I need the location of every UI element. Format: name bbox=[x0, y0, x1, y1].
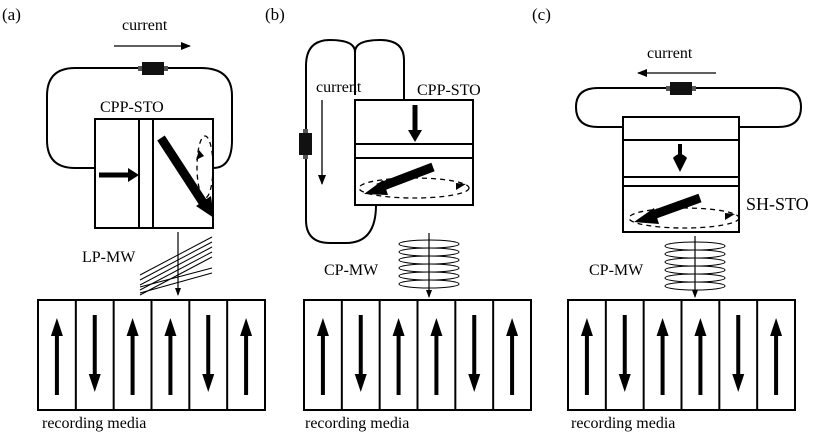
media-bit-arrow-up bbox=[316, 318, 329, 395]
panel-c-free-magnetization-shaft bbox=[648, 193, 702, 221]
media-bit-arrow-down bbox=[732, 315, 745, 392]
panel-b-current-source-icon bbox=[299, 129, 312, 159]
panel-a-wave-label: LP-MW bbox=[82, 249, 136, 266]
panel-a-oscillator-label: CPP-STO bbox=[100, 99, 164, 116]
panel-a: (a) current CPP-STO LP-MW bbox=[2, 5, 266, 432]
panel-b-wave-label: CP-MW bbox=[324, 262, 379, 279]
panel-b-circuit-wire-top bbox=[354, 38, 405, 100]
media-bit-arrow-up bbox=[50, 318, 63, 395]
panel-b-precession-arrowhead bbox=[456, 183, 466, 190]
panel-c-oscillator-label: SH-STO bbox=[746, 194, 809, 214]
media-bit-arrow-up bbox=[126, 318, 139, 395]
media-bit-arrow-down bbox=[88, 315, 101, 392]
panel-b-media-label: recording media bbox=[305, 415, 409, 432]
panel-b-oscillator-label: CPP-STO bbox=[417, 82, 481, 99]
media-bit-arrow-up bbox=[580, 318, 593, 395]
media-bit-arrow-up bbox=[392, 318, 405, 395]
media-bit-arrow-up bbox=[430, 318, 443, 395]
panel-a-current-label: current bbox=[122, 17, 168, 34]
panel-c-precession-arrowhead bbox=[725, 213, 735, 220]
panel-b-current-label: current bbox=[316, 79, 362, 96]
panel-a-label: (a) bbox=[2, 5, 21, 24]
panel-c-current-source-icon bbox=[666, 82, 696, 95]
panel-c-free-magnetization-arrowhead bbox=[634, 208, 659, 224]
media-bit-arrow-up bbox=[694, 318, 707, 395]
media-bit-arrow-up bbox=[770, 318, 783, 395]
panel-b-media-cells bbox=[316, 300, 519, 410]
panel-c: (c) current SH-STO CP-MW bbox=[532, 5, 809, 432]
panel-a-precession-arrowhead bbox=[196, 150, 204, 160]
panel-c-current-label: current bbox=[647, 45, 693, 62]
media-bit-arrow-up bbox=[164, 318, 177, 395]
panel-b-label: (b) bbox=[265, 5, 285, 24]
media-bit-arrow-up bbox=[656, 318, 669, 395]
media-bit-arrow-down bbox=[354, 315, 367, 392]
panel-c-oscillator-stack bbox=[622, 116, 740, 233]
panel-c-media-cells bbox=[580, 300, 783, 410]
panel-a-current-source-icon bbox=[138, 62, 168, 75]
panel-a-fixed-magnetization-arrowhead bbox=[128, 168, 139, 182]
panel-c-spin-current-arrowhead bbox=[673, 154, 687, 172]
media-bit-arrow-down bbox=[618, 315, 631, 392]
panel-c-wave-label: CP-MW bbox=[589, 262, 644, 279]
media-bit-arrow-down bbox=[202, 315, 215, 392]
media-bit-arrow-up bbox=[506, 318, 519, 395]
panel-a-linear-wave-icon bbox=[139, 236, 213, 296]
panel-c-media-label: recording media bbox=[571, 415, 675, 432]
panel-a-free-magnetization-shaft bbox=[157, 135, 208, 207]
panel-a-precession-orbit bbox=[196, 135, 214, 199]
panel-b-free-magnetization-shaft bbox=[376, 162, 435, 193]
panel-b-free-magnetization-arrowhead bbox=[364, 180, 388, 195]
panel-a-media-label: recording media bbox=[42, 415, 146, 432]
panel-c-label: (c) bbox=[532, 5, 551, 24]
panel-a-circuit-wire bbox=[46, 67, 233, 169]
panel-a-free-magnetization-arrowhead bbox=[196, 196, 214, 218]
media-bit-arrow-up bbox=[240, 318, 253, 395]
panel-b: (b) current CPP-STO CP-MW bbox=[265, 5, 532, 432]
media-bit-arrow-down bbox=[468, 315, 481, 392]
panel-b-fixed-magnetization-arrowhead bbox=[408, 130, 422, 142]
panel-a-media-cells bbox=[50, 300, 253, 410]
